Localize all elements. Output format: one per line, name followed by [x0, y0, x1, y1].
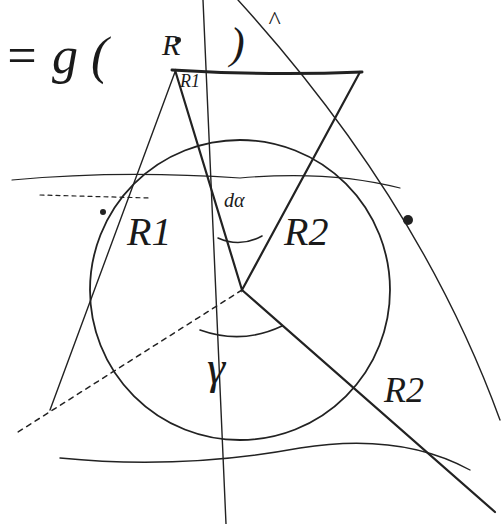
formula-text: R: [160, 30, 182, 60]
left-line: [50, 72, 175, 410]
dot: [403, 215, 413, 225]
sphere-outline: [90, 140, 390, 440]
angle-arc-bottom: [200, 326, 282, 337]
formula-text: = g (: [2, 30, 110, 82]
outer-line: [238, 0, 500, 420]
vertical-axis: [203, 0, 226, 524]
angle-arc: [218, 236, 262, 243]
angle-label: dα: [222, 190, 247, 210]
dashed-line: [18, 290, 242, 432]
angle-label: γ: [205, 345, 227, 391]
radius-label: R2: [382, 372, 426, 408]
horizon-curve: [12, 174, 400, 188]
region-label: R1: [125, 212, 173, 252]
formula-text: ): [228, 22, 247, 66]
region-label: R2: [282, 212, 330, 252]
formula-text: ^: [266, 8, 281, 34]
radius-line: [242, 290, 495, 512]
bottom-curve: [60, 443, 470, 470]
formula-text: R1: [178, 72, 202, 90]
dashed-horizontal: [40, 195, 150, 198]
cone-lines: [175, 70, 360, 290]
dot: [100, 209, 106, 215]
top-chord: [172, 70, 362, 74]
